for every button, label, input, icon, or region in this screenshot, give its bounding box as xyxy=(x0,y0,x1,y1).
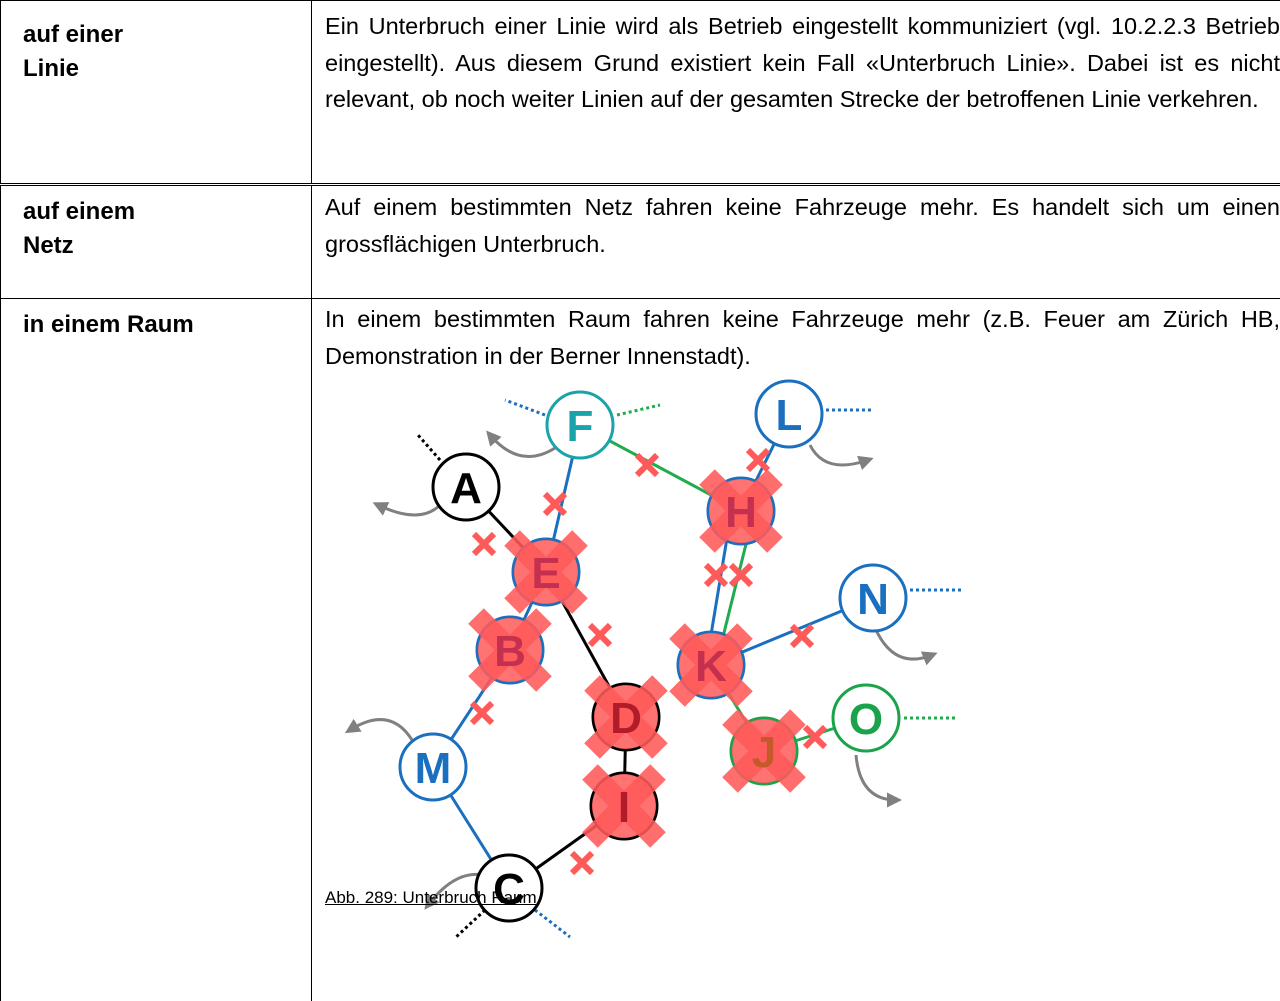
stub-c-black xyxy=(453,908,487,940)
arrow-m xyxy=(344,718,414,741)
block-fill-h xyxy=(709,479,773,543)
svg-text:F: F xyxy=(567,402,594,451)
stub-c-blue xyxy=(534,908,571,939)
node-block-fills xyxy=(478,479,796,838)
node-f: F xyxy=(545,390,615,460)
svg-text:M: M xyxy=(415,744,452,793)
stub-f-green xyxy=(616,403,661,417)
term-label: auf einem Netz xyxy=(23,198,136,259)
block-mark xyxy=(703,562,729,588)
block-mark xyxy=(569,850,595,876)
edge-block-marks xyxy=(469,447,828,876)
term-cell: in einem Raum xyxy=(0,299,312,1001)
svg-text:O: O xyxy=(849,695,883,744)
block-fill-e xyxy=(514,540,578,604)
row-divider xyxy=(0,298,1280,299)
svg-text:L: L xyxy=(776,391,803,440)
svg-text:H: H xyxy=(725,488,757,537)
block-fill-d xyxy=(594,685,658,749)
row-divider xyxy=(0,185,1280,186)
block-mark xyxy=(542,491,568,517)
svg-text:I: I xyxy=(618,783,630,832)
node-n: N xyxy=(838,563,908,633)
figure-caption: Abb. 289: Unterbruch Raum xyxy=(325,888,537,907)
arrow-n xyxy=(874,629,938,666)
table-border-top xyxy=(0,0,1280,1)
arrow-o xyxy=(854,754,902,808)
description-text: In einem bestimmten Raum fahren keine Fa… xyxy=(325,306,1280,369)
svg-text:A: A xyxy=(450,464,482,513)
block-mark xyxy=(587,622,613,648)
stub-f-blue xyxy=(504,398,546,417)
row-divider xyxy=(0,183,1280,184)
svg-text:B: B xyxy=(494,627,526,676)
svg-text:C: C xyxy=(493,865,525,914)
term-cell: auf einem Netz xyxy=(0,186,312,298)
node-m: M xyxy=(398,732,468,802)
svg-text:K: K xyxy=(695,642,727,691)
svg-text:D: D xyxy=(610,694,642,743)
node-o: O xyxy=(831,683,901,753)
blocked-node-labels: E B D I H K J xyxy=(494,488,776,832)
block-fill-k xyxy=(679,633,743,697)
arrow-l xyxy=(808,444,874,471)
description-text: Ein Unterbruch einer Linie wird als Betr… xyxy=(325,13,1280,112)
stub-a xyxy=(416,434,442,461)
description-cell: In einem bestimmten Raum fahren keine Fa… xyxy=(312,299,1280,1001)
block-mark xyxy=(745,447,771,473)
arrow-a xyxy=(372,502,442,517)
table-row: in einem Raum In einem bestimmten Raum f… xyxy=(0,299,1280,1001)
arrow-f xyxy=(486,430,556,458)
block-fill-b xyxy=(478,618,542,682)
node-c: C xyxy=(474,853,544,923)
block-fill-j xyxy=(732,719,796,783)
table-row: auf einer Linie Ein Unterbruch einer Lin… xyxy=(0,1,1280,183)
block-mark xyxy=(634,452,660,478)
block-mark xyxy=(789,623,815,649)
term-cell: auf einer Linie xyxy=(0,1,312,183)
svg-text:J: J xyxy=(752,728,776,777)
description-text: Auf einem bestimmten Netz fahren keine F… xyxy=(325,194,1280,257)
block-mark xyxy=(802,724,828,750)
term-label: in einem Raum xyxy=(23,311,194,338)
block-mark xyxy=(728,562,754,588)
svg-text:N: N xyxy=(857,575,889,624)
block-mark xyxy=(471,531,497,557)
svg-text:E: E xyxy=(531,549,560,598)
node-a: A xyxy=(431,452,501,522)
block-fill-i xyxy=(592,774,656,838)
description-cell: Ein Unterbruch einer Linie wird als Betr… xyxy=(312,1,1280,183)
block-mark xyxy=(469,700,495,726)
table-row: auf einem Netz Auf einem bestimmten Netz… xyxy=(0,186,1280,298)
description-cell: Auf einem bestimmten Netz fahren keine F… xyxy=(312,186,1280,298)
term-label: auf einer Linie xyxy=(23,21,124,82)
network-stubs xyxy=(416,398,962,940)
node-l: L xyxy=(754,379,824,449)
